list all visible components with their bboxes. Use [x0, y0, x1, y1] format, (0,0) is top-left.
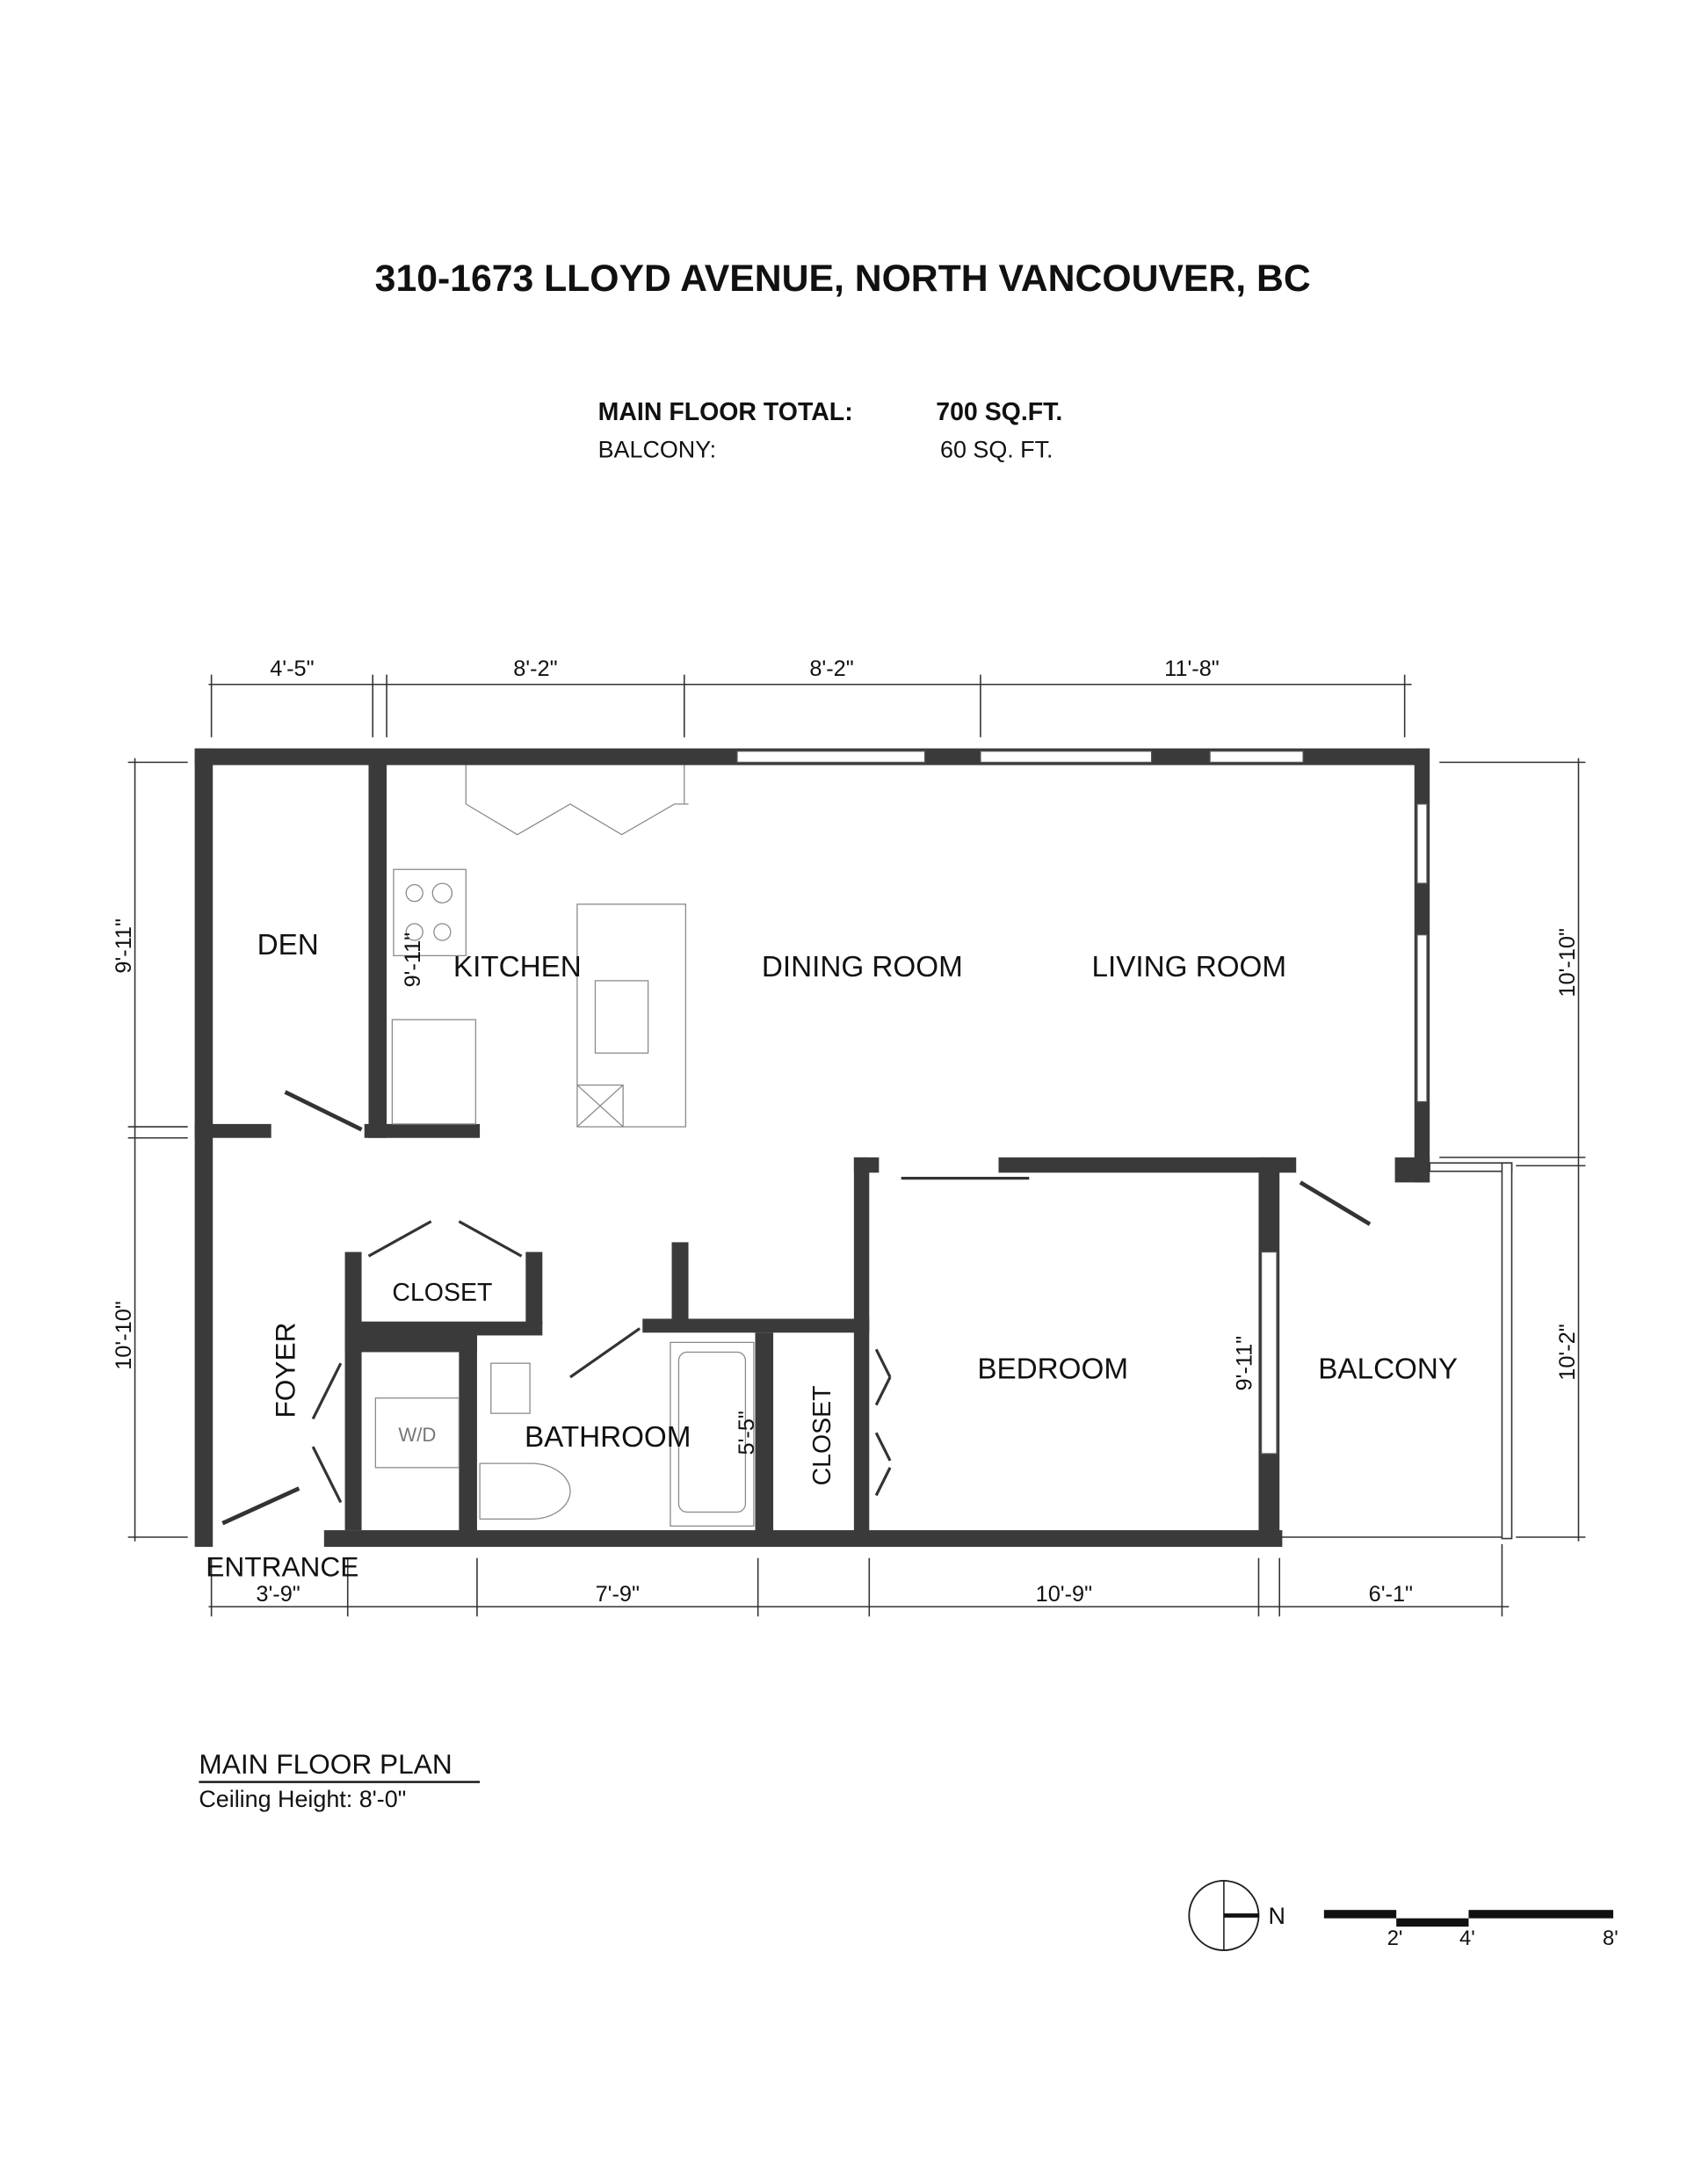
room-foyer: FOYER	[270, 1323, 301, 1419]
compass-label: N	[1269, 1903, 1285, 1929]
dim-bedroom: 9'-11"	[1233, 1336, 1257, 1391]
main-floor-total-value: 700 SQ.FT.	[936, 398, 1062, 426]
main-floor-total-label: MAIN FLOOR TOTAL:	[598, 398, 853, 426]
dim-top-3: 8'-2"	[809, 657, 853, 681]
north-arrow-icon	[1188, 1879, 1260, 1952]
room-living: LIVING ROOM	[1092, 951, 1287, 983]
scale-4: 4'	[1459, 1927, 1475, 1950]
dim-top-4: 11'-8"	[1164, 657, 1220, 681]
ceiling-height: Ceiling Height: 8'-0"	[199, 1786, 406, 1812]
room-closet-bedroom: CLOSET	[808, 1385, 836, 1485]
dim-bath: 5'-5"	[735, 1411, 759, 1455]
dim-right-2: 10'-2"	[1555, 1324, 1580, 1380]
room-bedroom: BEDROOM	[977, 1353, 1128, 1386]
plan-label: MAIN FLOOR PLAN	[199, 1748, 452, 1780]
dim-bottom-2: 7'-9"	[596, 1582, 640, 1607]
scale-2: 2'	[1387, 1927, 1403, 1950]
dim-kitchen: 9'-11"	[401, 932, 425, 988]
room-bathroom: BATHROOM	[525, 1421, 691, 1454]
doors-fixtures	[221, 765, 1372, 1527]
dim-bottom-3: 10'-9"	[1036, 1582, 1092, 1607]
dim-top-2: 8'-2"	[513, 657, 557, 681]
balcony-area-value: 60 SQ. FT.	[940, 437, 1053, 463]
entrance-label: ENTRANCE	[206, 1550, 358, 1582]
room-balcony: BALCONY	[1318, 1353, 1458, 1386]
scale-8: 8'	[1603, 1927, 1618, 1950]
room-den: DEN	[257, 929, 319, 961]
dimension-lines	[127, 674, 1586, 1617]
dim-left-2: 10'-10"	[112, 1301, 136, 1370]
dim-bottom-4: 6'-1"	[1369, 1582, 1413, 1607]
plan-title: 310-1673 LLOYD AVENUE, NORTH VANCOUVER, …	[375, 258, 1311, 300]
room-wd: W/D	[398, 1424, 436, 1446]
dim-top-1: 4'-5"	[270, 657, 314, 681]
dim-right-1: 10'-10"	[1555, 928, 1580, 998]
scale-bar	[1323, 1910, 1614, 1927]
windows	[736, 751, 1428, 1455]
balcony-railing	[1279, 1162, 1513, 1540]
room-kitchen: KITCHEN	[453, 951, 582, 983]
room-dining: DINING ROOM	[762, 951, 963, 983]
room-closet-foyer: CLOSET	[392, 1279, 492, 1307]
dim-left-1: 9'-11"	[112, 918, 136, 974]
balcony-area-label: BALCONY:	[598, 437, 717, 463]
dim-bottom-1: 3'-9"	[256, 1582, 300, 1607]
